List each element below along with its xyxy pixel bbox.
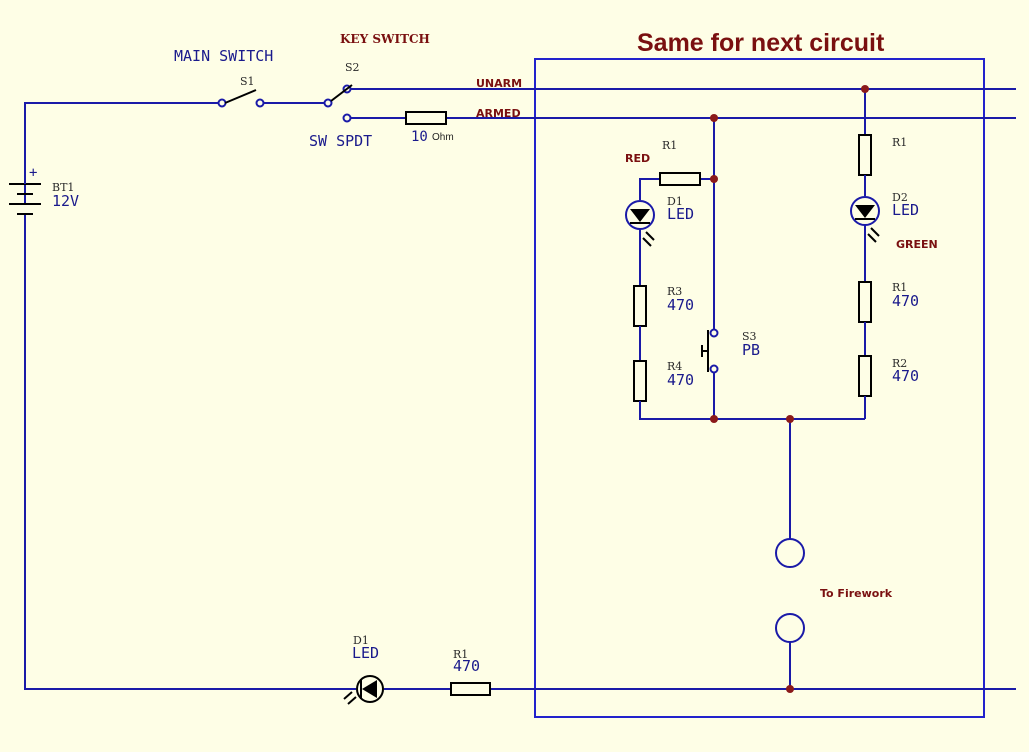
d2-ref: D2 [892, 191, 908, 204]
firework-terminal-top [775, 538, 805, 568]
next-circuit-frame [534, 58, 985, 718]
junction-dot [861, 85, 869, 93]
wire-left-bottom [24, 214, 356, 690]
r1-green-ref: R1 [892, 136, 907, 149]
green-led-d2 [850, 196, 880, 243]
wire-left-top [24, 102, 222, 204]
r3-ref: R3 [667, 285, 682, 298]
resistor-r1b [858, 281, 872, 323]
r2-value: 470 [892, 367, 919, 385]
junction-dot [786, 685, 794, 693]
series-resistor-value: 10 [411, 129, 428, 145]
key-switch-label: KEY SWITCH [340, 32, 430, 46]
r1-red-ref: R1 [662, 139, 677, 152]
resistor-r3 [633, 285, 647, 327]
armed-label: ARMED [476, 107, 521, 120]
resistor-r4 [633, 360, 647, 402]
bottom-resistor-ref: R1 [453, 648, 468, 661]
bottom-led-ref: D1 [353, 634, 369, 647]
wire-red-left [639, 178, 660, 200]
junction-dot [710, 415, 718, 423]
bottom-led-value: LED [352, 644, 379, 662]
resistor-r2 [858, 355, 872, 397]
s3-ref: S3 [742, 330, 757, 343]
unarm-label: UNARM [476, 77, 522, 90]
series-resistor [405, 111, 447, 125]
series-resistor-unit: Ohm [432, 132, 454, 143]
r2-ref: R2 [892, 357, 907, 370]
r4-value: 470 [667, 371, 694, 389]
junction-dot [710, 175, 718, 183]
s2-ref: S2 [345, 61, 360, 74]
bottom-resistor [450, 682, 491, 696]
r1b-value: 470 [892, 292, 919, 310]
wire-r4-bottom [639, 401, 865, 420]
r1b-ref: R1 [892, 281, 907, 294]
resistor-r1-green [858, 134, 872, 176]
firework-terminal-bottom [775, 613, 805, 643]
battery-ref: BT1 [52, 181, 74, 194]
battery-plus: + [29, 165, 37, 181]
battery-value: 12V [52, 192, 79, 210]
bottom-resistor-value: 470 [453, 657, 480, 675]
s3-value: PB [742, 341, 760, 359]
main-switch-label: MAIN SWITCH [174, 47, 273, 65]
key-switch-s2 [323, 84, 353, 123]
red-label: RED [625, 152, 650, 165]
d1-ref: D1 [667, 195, 683, 208]
r3-value: 470 [667, 296, 694, 314]
junction-dot [710, 114, 718, 122]
d1-value: LED [667, 205, 694, 223]
sw-spdt-label: SW SPDT [309, 132, 372, 150]
battery-bt1: + [9, 165, 41, 215]
green-label: GREEN [896, 238, 938, 251]
pushbutton-s3 [701, 328, 719, 374]
r4-ref: R4 [667, 360, 682, 373]
junction-dot [786, 415, 794, 423]
bottom-led [343, 675, 384, 705]
d2-value: LED [892, 201, 919, 219]
s1-ref: S1 [240, 75, 255, 88]
main-switch-s1 [217, 89, 265, 108]
resistor-r1-red [659, 172, 701, 186]
to-firework-label: To Firework [820, 587, 893, 600]
frame-title: Same for next circuit [637, 29, 885, 57]
